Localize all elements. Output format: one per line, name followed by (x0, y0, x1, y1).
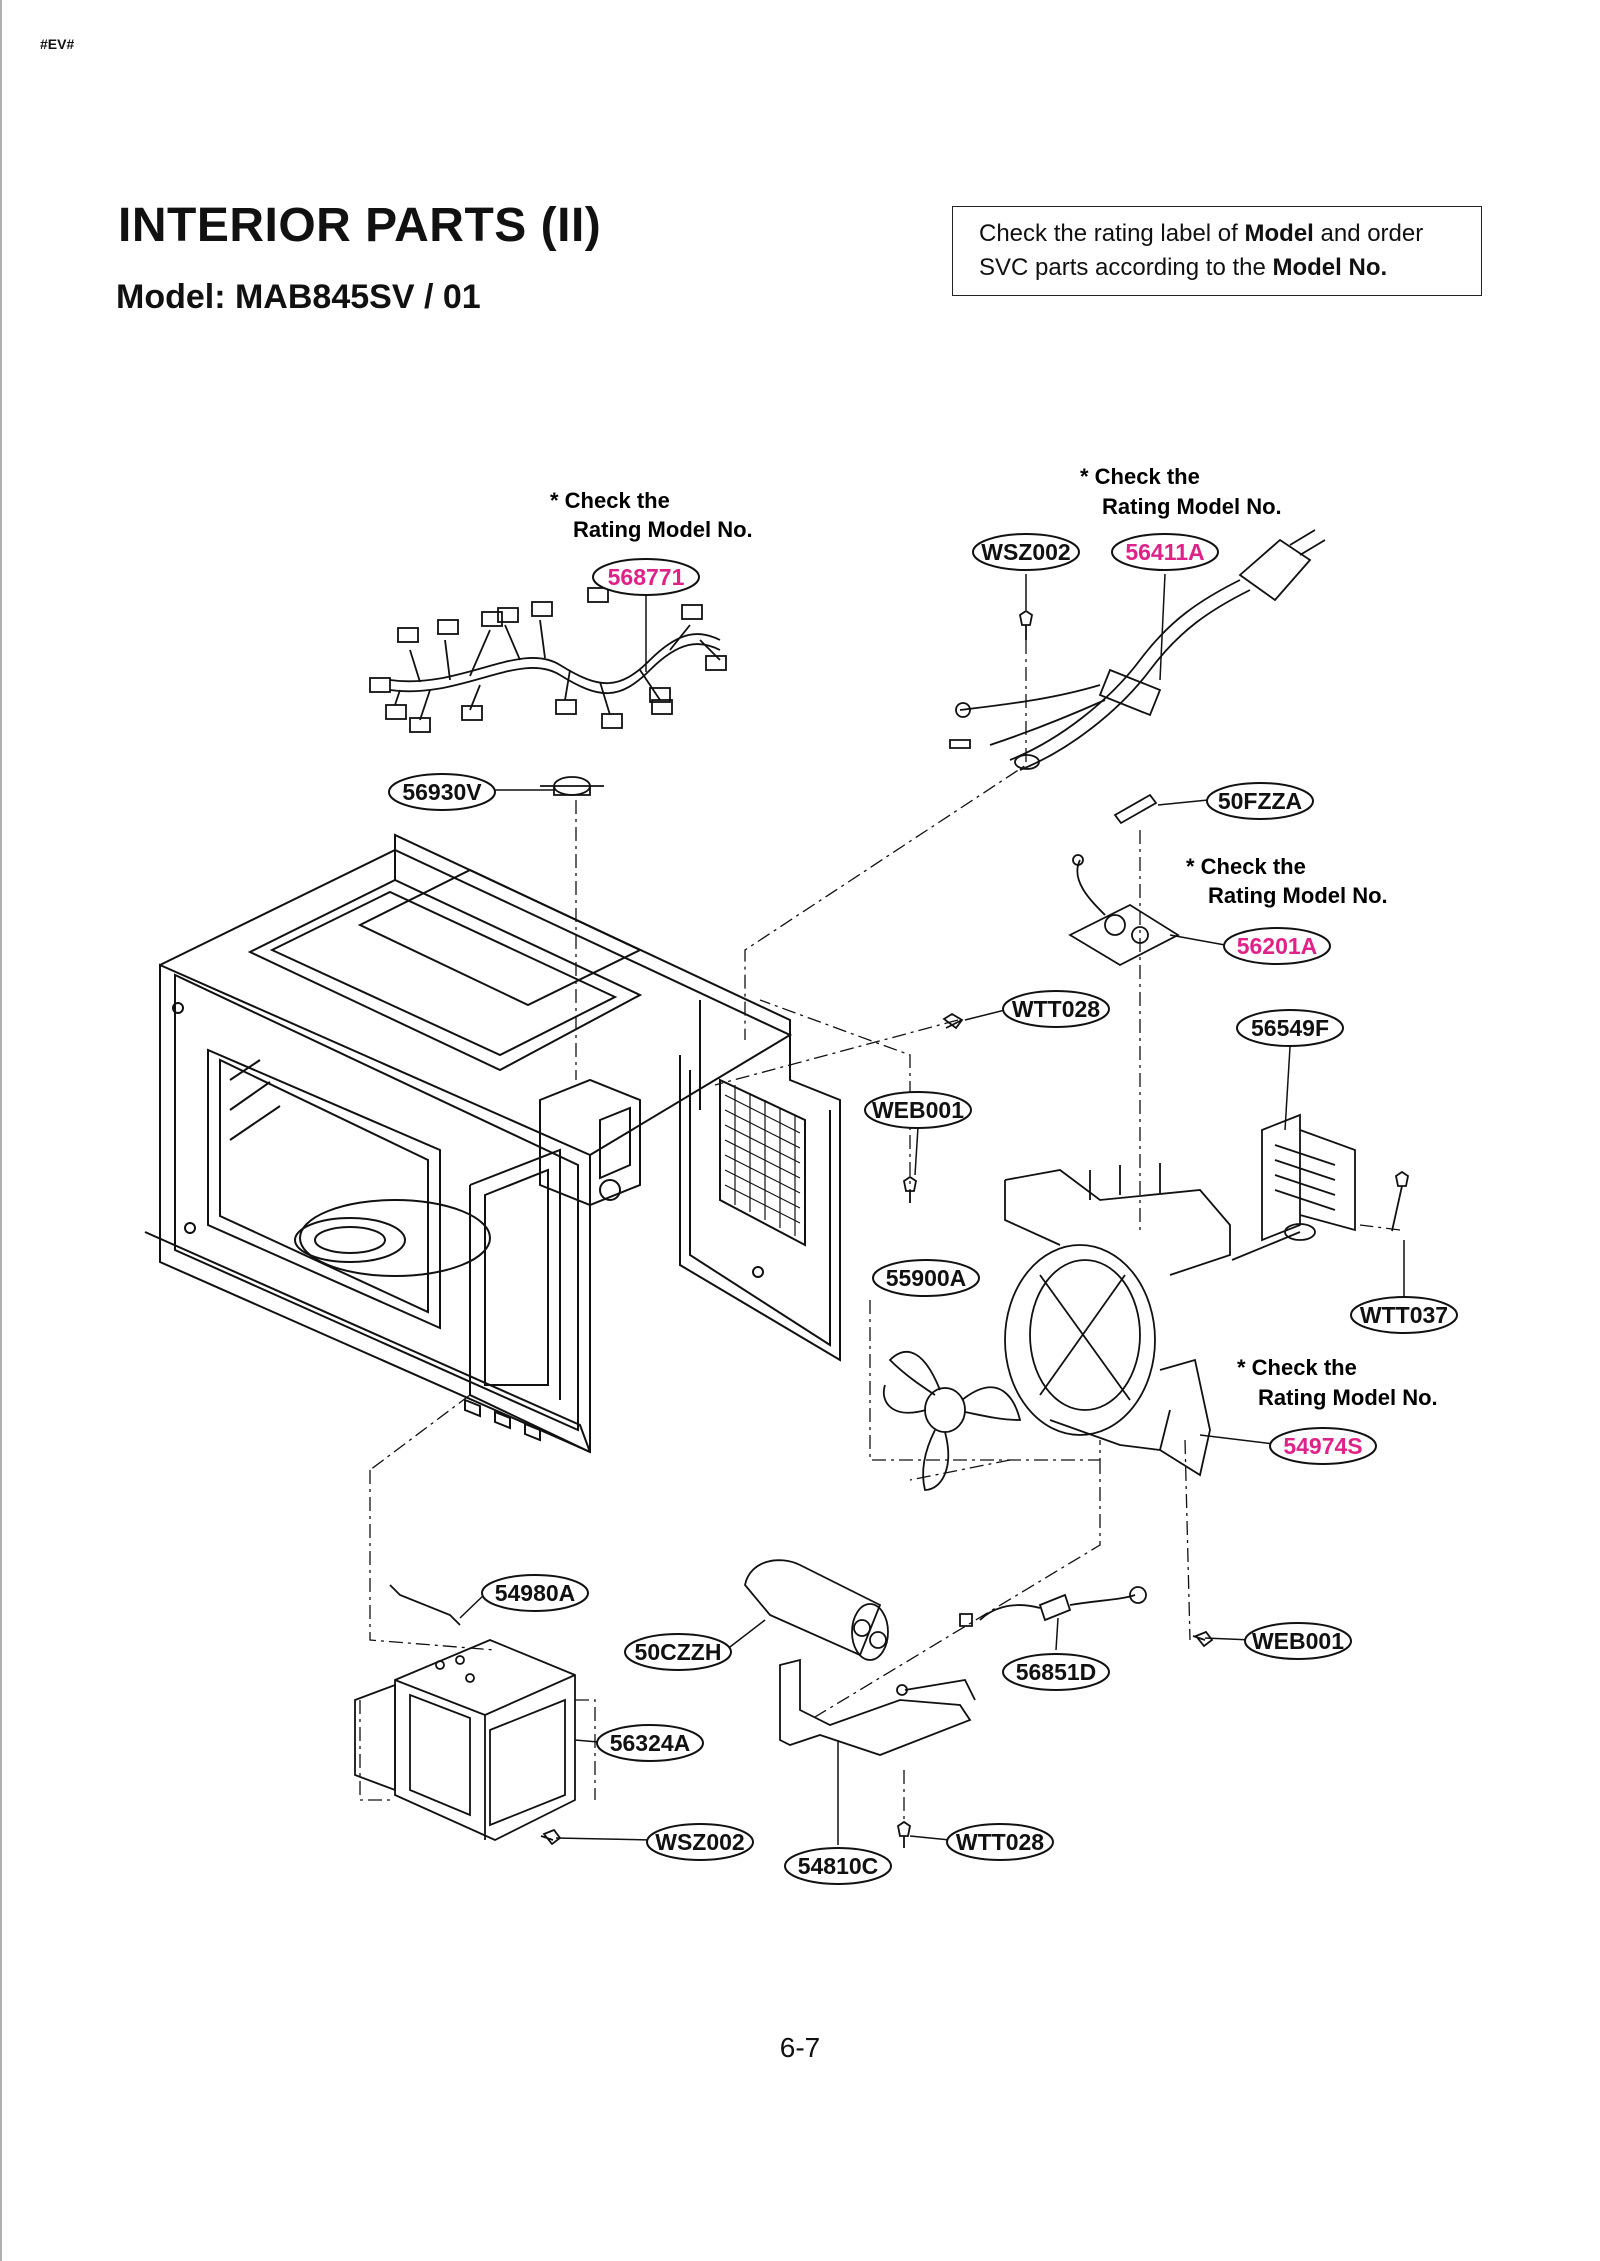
corner-tag: #EV# (40, 36, 75, 52)
part-label-text: WEB001 (872, 1097, 964, 1123)
fan-duct-54974S-drawing (1004, 1163, 1231, 1477)
part-label-text: WTT037 (1360, 1302, 1448, 1328)
part-label-54810c: 54810C (784, 1847, 892, 1885)
rating-note-1-line2: Rating Model No. (573, 517, 753, 542)
power-cord-56411A-drawing (949, 529, 1326, 771)
part-label-text: 54974S (1283, 1433, 1362, 1459)
part-label-text: 56549F (1251, 1015, 1329, 1041)
part-label-text: 55900A (886, 1265, 967, 1291)
part-label-web001: WEB001 (864, 1091, 972, 1129)
part-label-55900a: 55900A (872, 1259, 980, 1297)
part-label-oval (1236, 1009, 1344, 1047)
part-label-wsz002: WSZ002 (646, 1823, 754, 1861)
part-label-56930v: 56930V (388, 773, 496, 811)
part-label-wtt037: WTT037 (1350, 1296, 1458, 1334)
part-label-54980a: 54980A (481, 1574, 589, 1612)
part-label-oval (481, 1574, 589, 1612)
part-label-oval (388, 773, 496, 811)
part-label-50fzza: 50FZZA (1206, 782, 1314, 820)
part-label-56201a: 56201A (1223, 927, 1331, 965)
rating-note-2: * Check the Rating Model No. (1080, 464, 1282, 519)
model-number: Model: MAB845SV / 01 (116, 278, 481, 316)
screw-drawings (540, 609, 1410, 1848)
part-label-wtt028: WTT028 (1002, 990, 1110, 1028)
magnetron-56324A-drawing (354, 1639, 576, 1841)
part-label-oval (624, 1633, 732, 1671)
part-label-text: 56324A (610, 1730, 691, 1756)
part-label-54974s: 54974S (1269, 1427, 1377, 1465)
rating-note-4: * Check the Rating Model No. (1237, 1355, 1438, 1410)
part-label-oval (592, 558, 700, 596)
part-label-oval (1002, 990, 1110, 1028)
part-label-56324a: 56324A (596, 1724, 704, 1762)
rating-note-4-line2: Rating Model No. (1258, 1385, 1438, 1410)
rating-note-3: * Check the Rating Model No. (1186, 854, 1388, 908)
part-label-text: WTT028 (1012, 996, 1100, 1022)
part-label-oval (1269, 1427, 1377, 1465)
rating-note-3-line1: * Check the (1186, 854, 1306, 879)
part-label-oval (872, 1259, 980, 1297)
part-label-text: 56930V (402, 779, 482, 805)
thermostat-56930V-drawing (540, 776, 604, 796)
part-label-text: WTT028 (956, 1829, 1044, 1855)
notice-box: Check the rating label of Model and orde… (952, 206, 1482, 296)
part-label-oval (1244, 1622, 1352, 1660)
rating-note-2-line1: * Check the (1080, 464, 1200, 489)
part-label-text: 56201A (1237, 933, 1318, 959)
part-label-oval (1223, 927, 1331, 965)
part-label-text: 56851D (1016, 1659, 1097, 1685)
part-label-50czzh: 50CZZH (624, 1633, 732, 1671)
part-label-text: 54810C (798, 1853, 879, 1879)
sensor-56851D-drawing (959, 1586, 1147, 1627)
part-label-wsz002: WSZ002 (972, 533, 1080, 571)
oven-cavity-drawing (144, 833, 841, 1454)
notice-text-2: and order (1313, 220, 1424, 247)
part-label-text: 54980A (495, 1580, 576, 1606)
part-label-text: 50FZZA (1218, 788, 1302, 814)
page-title: INTERIOR PARTS (II) (118, 199, 602, 252)
part-label-text: 56411A (1125, 539, 1204, 565)
part-label-56411a: 56411A (1111, 533, 1219, 571)
rating-note-3-line2: Rating Model No. (1208, 883, 1388, 908)
part-label-oval (1002, 1653, 1110, 1691)
part-label-oval (946, 1823, 1054, 1861)
part-label-56851d: 56851D (1002, 1653, 1110, 1691)
part-label-oval (596, 1724, 704, 1762)
part-label-56549f: 56549F (1236, 1009, 1344, 1047)
part-label-oval (784, 1847, 892, 1885)
part-label-oval (972, 533, 1080, 571)
page-edge-rule (0, 0, 2, 2261)
notice-text-1: Check the rating label of (979, 220, 1245, 247)
notice-bold-model-no: Model No. (1272, 254, 1388, 281)
spring-54980A-drawing (389, 1584, 461, 1626)
wire-harness-568771-drawing (369, 587, 727, 733)
part-label-oval (1111, 533, 1219, 571)
part-label-web001: WEB001 (1244, 1622, 1352, 1660)
notice-bold-model: Model (1244, 220, 1314, 247)
rating-note-1-line1: * Check the (550, 488, 670, 513)
part-label-568771: 568771 (592, 558, 700, 596)
motor-56549F-drawing (1231, 1113, 1356, 1261)
part-label-oval (864, 1091, 972, 1129)
part-label-text: WSZ002 (981, 539, 1070, 565)
noise-filter-56201A-drawing (1068, 854, 1180, 967)
part-label-text: 568771 (608, 564, 685, 590)
part-label-text: 50CZZH (635, 1639, 722, 1665)
notice-text-3: SVC parts according to the (979, 254, 1273, 281)
fan-blade-55900A-drawing (883, 1350, 1022, 1491)
part-label-text: WEB001 (1252, 1628, 1344, 1654)
rating-note-1: * Check the Rating Model No. (550, 488, 753, 542)
bracket-54810C-drawing (779, 1658, 976, 1756)
rating-note-2-line2: Rating Model No. (1102, 494, 1282, 519)
rating-note-4-line1: * Check the (1237, 1355, 1357, 1380)
fuse-50FZZA-drawing (1113, 793, 1158, 825)
capacitor-50CZZH-drawing (744, 1559, 889, 1661)
page-number: 6-7 (779, 2032, 821, 2063)
part-label-wtt028: WTT028 (946, 1823, 1054, 1861)
part-label-oval (646, 1823, 754, 1861)
part-label-text: WSZ002 (655, 1829, 744, 1855)
part-label-oval (1206, 782, 1314, 820)
part-label-oval (1350, 1296, 1458, 1334)
